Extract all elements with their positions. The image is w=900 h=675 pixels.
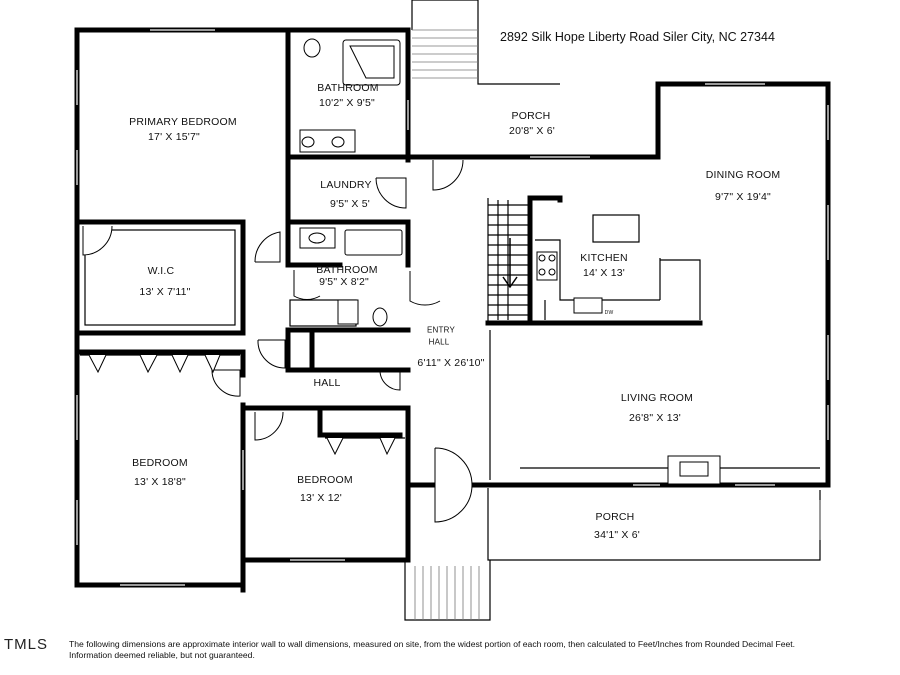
room-dims-entry-hall: 6'11" X 26'10": [417, 357, 485, 369]
room-dims-living-room: 26'8" X 13': [629, 412, 681, 424]
room-dims-primary-bedroom: 17' X 15'7": [148, 131, 200, 143]
disclaimer-line-2: Information deemed reliable, but not gua…: [69, 650, 255, 660]
room-dims-laundry: 9'5" X 5': [330, 198, 370, 210]
room-name-entry-hall-line2: HALL: [428, 337, 450, 347]
fixtures: [299, 38, 721, 485]
room-dims-kitchen: 14' X 13': [582, 267, 626, 279]
room-name-bedroom-left: BEDROOM: [132, 457, 188, 469]
room-name-porch-front: PORCH: [595, 511, 635, 523]
disclaimer: The following dimensions are approximate…: [69, 639, 889, 661]
room-dims-bathroom-primary: 10'2" X 9'5": [319, 97, 375, 109]
windows: [76, 29, 829, 586]
room-name-living-room: LIVING ROOM: [620, 392, 694, 404]
disclaimer-line-1: The following dimensions are approximate…: [69, 639, 796, 649]
room-dims-dining-room: 9'7" X 19'4": [715, 191, 771, 203]
room-dims-porch-rear: 20'8" X 6': [509, 125, 555, 137]
room-name-entry-hall-line1: ENTRY: [427, 325, 455, 335]
room-name-bedroom-mid: BEDROOM: [297, 474, 353, 486]
room-name-laundry: LAUNDRY: [320, 179, 372, 191]
room-dims-porch-front: 34'1" X 6': [594, 529, 640, 541]
room-name-dining-room: DINING ROOM: [705, 169, 781, 181]
room-dims-bedroom-mid: 13' X 12': [299, 492, 343, 504]
room-dims-bedroom-left: 13' X 18'8": [134, 476, 186, 488]
property-address: 2892 Silk Hope Liberty Road Siler City, …: [500, 30, 775, 44]
room-name-bathroom-hall: BATHROOM: [316, 264, 378, 276]
room-name-hall: HALL: [313, 377, 341, 389]
toilet-primary: [303, 38, 321, 58]
room-name-porch-rear: PORCH: [511, 110, 551, 122]
room-dims-wic: 13' X 7'11": [139, 286, 191, 298]
room-name-bathroom-primary: BATHROOM: [317, 82, 379, 94]
front-stairs: [414, 566, 480, 620]
doors: [82, 159, 473, 523]
interior-lines: [80, 0, 821, 621]
dishwasher-label: DW: [604, 310, 614, 316]
stair-arrow-icon: [502, 238, 518, 289]
mls-logo: TMLS: [4, 636, 49, 653]
room-name-kitchen: KITCHEN: [580, 252, 628, 264]
room-name-primary-bedroom: PRIMARY BEDROOM: [129, 116, 237, 128]
room-name-wic: W.I.C: [147, 265, 175, 277]
rear-stairs: [412, 29, 478, 79]
room-dims-bathroom-hall: 9'5" X 8'2": [319, 276, 369, 288]
